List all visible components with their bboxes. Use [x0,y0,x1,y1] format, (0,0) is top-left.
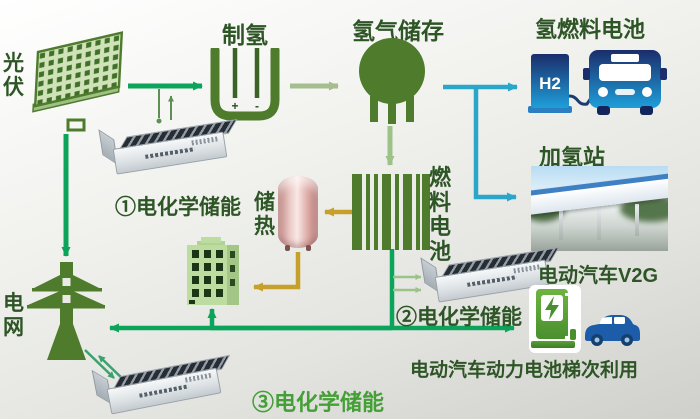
h2-pump-text: H2 [539,74,561,93]
fuel-hose [568,94,593,106]
container-detail [513,264,540,274]
pv-label: 光伏 [3,52,24,99]
ev-v2g-label: 电动汽车V2G [538,265,659,287]
h2-pump-icon [531,54,569,108]
electrolyzer-icon: + - [210,48,280,121]
bus-roof-sign [611,54,639,62]
line-endpoint-dot [156,118,162,124]
charger-nozzle [570,329,576,340]
heat-tank-icon [278,176,318,251]
cathode-mark: - [255,99,259,113]
tank-foot [306,245,311,251]
h2-pump-and-bus-icon: H2 [528,50,667,115]
hydrogen-production-label: 制氢 [222,22,268,48]
bus-mirror-right [660,68,667,80]
ev-charger-icon [529,285,581,353]
storage1-label: ①电化学储能 [115,196,241,219]
arrow-heat-storage-to-building [253,252,301,292]
bus-windshield [599,64,651,81]
bus-headlight-right [642,87,652,97]
storage3-label: ③电化学储能 [252,390,385,415]
power-grid-label: 电网 [3,292,24,339]
fuel-cell-label: 燃料电池 [429,165,452,264]
transmission-tower-icon [27,262,105,360]
anode-mark: + [231,99,238,113]
panel-stand [66,118,86,132]
refueling-station-label: 加氢站 [539,145,606,170]
charger-base [531,341,575,348]
charger-screen [541,295,563,321]
building-door [189,300,195,304]
station-pillar [559,204,563,240]
container-detail [191,136,218,146]
arrow-grid-to-storage3 [84,349,115,379]
hydrogen-station-photo [531,166,668,251]
bus-bumper [615,89,635,95]
bus-headlight-left [598,87,608,97]
charger-body [536,289,568,339]
sphere-tank-icon [359,38,425,124]
station-pillar [635,204,639,236]
station-pillar [597,204,601,240]
container-label-strip [144,147,196,159]
storage2-label: ②电化学储能 [396,306,522,329]
building-icon [187,237,239,305]
heat-storage-label: 储热 [254,191,275,238]
car-icon [585,315,640,346]
fuel-cell-stack-icon [352,174,430,250]
hydrogen-fuel-cell-label: 氢燃料电池 [535,17,646,42]
container-detail [184,372,212,383]
solar-panel-icon [32,31,124,132]
tank-foot [285,245,290,251]
arrow-tank-to-refueling-station [473,87,517,202]
bus-mirror-left [583,68,590,80]
bus-wheel-left [597,106,610,115]
container-label-strip [139,384,189,398]
container-label-strip [466,275,518,287]
battery-cascade-label: 电动汽车动力电池梯次利用 [410,360,639,381]
lightning-bolt-icon [545,296,559,320]
bus-wheel-right [640,106,653,115]
